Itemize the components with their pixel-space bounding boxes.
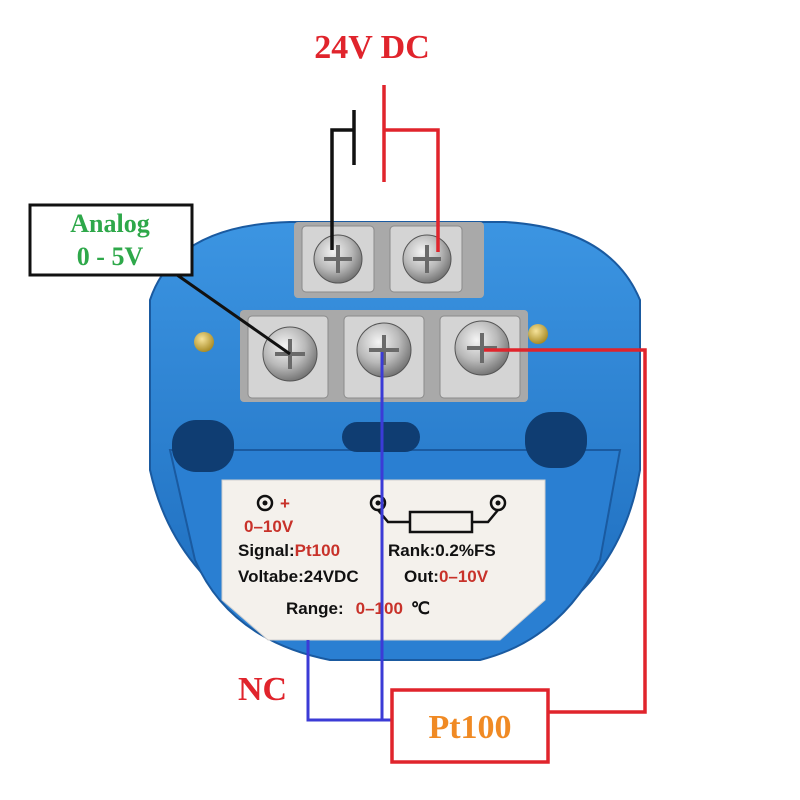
plate-range-key: Range: — [286, 599, 344, 618]
plate-range-value: 0–100 — [356, 599, 403, 618]
label-analog-line1: Analog — [70, 209, 149, 238]
terminal-block-bottom — [240, 310, 528, 402]
wire-pt100-blue — [306, 352, 384, 722]
plate-unit: ℃ — [411, 599, 430, 618]
terminal-block-top — [294, 222, 484, 298]
label-pt100: Pt100 — [428, 709, 511, 746]
plate-range-out: 0–10V — [244, 517, 294, 536]
mount-hole-right — [525, 412, 587, 468]
brass-screw-right — [528, 324, 548, 344]
wire-pt100-red — [484, 348, 647, 714]
svg-text:Range:0–100℃: Range: 0–100 ℃ — [286, 599, 430, 618]
label-pt100-box: Pt100 — [390, 688, 550, 764]
wire-supply-positive — [384, 128, 440, 252]
svg-text:Out:0–10V: Out:0–10V — [404, 567, 489, 586]
plate-signal-key: Signal: — [238, 541, 295, 560]
label-supply-voltage: 24V DC — [314, 29, 430, 66]
plate-plus: + — [280, 494, 290, 513]
label-nc: NC — [238, 671, 287, 708]
plate-rank: Rank:0.2%FS — [388, 541, 496, 560]
plate-out-key: Out: — [404, 567, 439, 586]
plate-voltage: Voltabe:24VDC — [238, 567, 359, 586]
label-analog-line2: 0 - 5V — [77, 242, 144, 271]
label-analog-box: Analog 0 - 5V — [28, 203, 194, 277]
wire-analog-output — [169, 268, 291, 356]
brass-screw-left — [194, 332, 214, 352]
wire-supply-negative — [330, 128, 354, 250]
svg-text:Signal:Pt100: Signal:Pt100 — [238, 541, 340, 560]
plate-signal-value: Pt100 — [295, 541, 340, 560]
plate-out-value: 0–10V — [439, 567, 489, 586]
mount-hole-left — [172, 420, 234, 472]
battery-symbol — [352, 85, 386, 182]
plate-terminal-dot-1 — [256, 494, 274, 512]
